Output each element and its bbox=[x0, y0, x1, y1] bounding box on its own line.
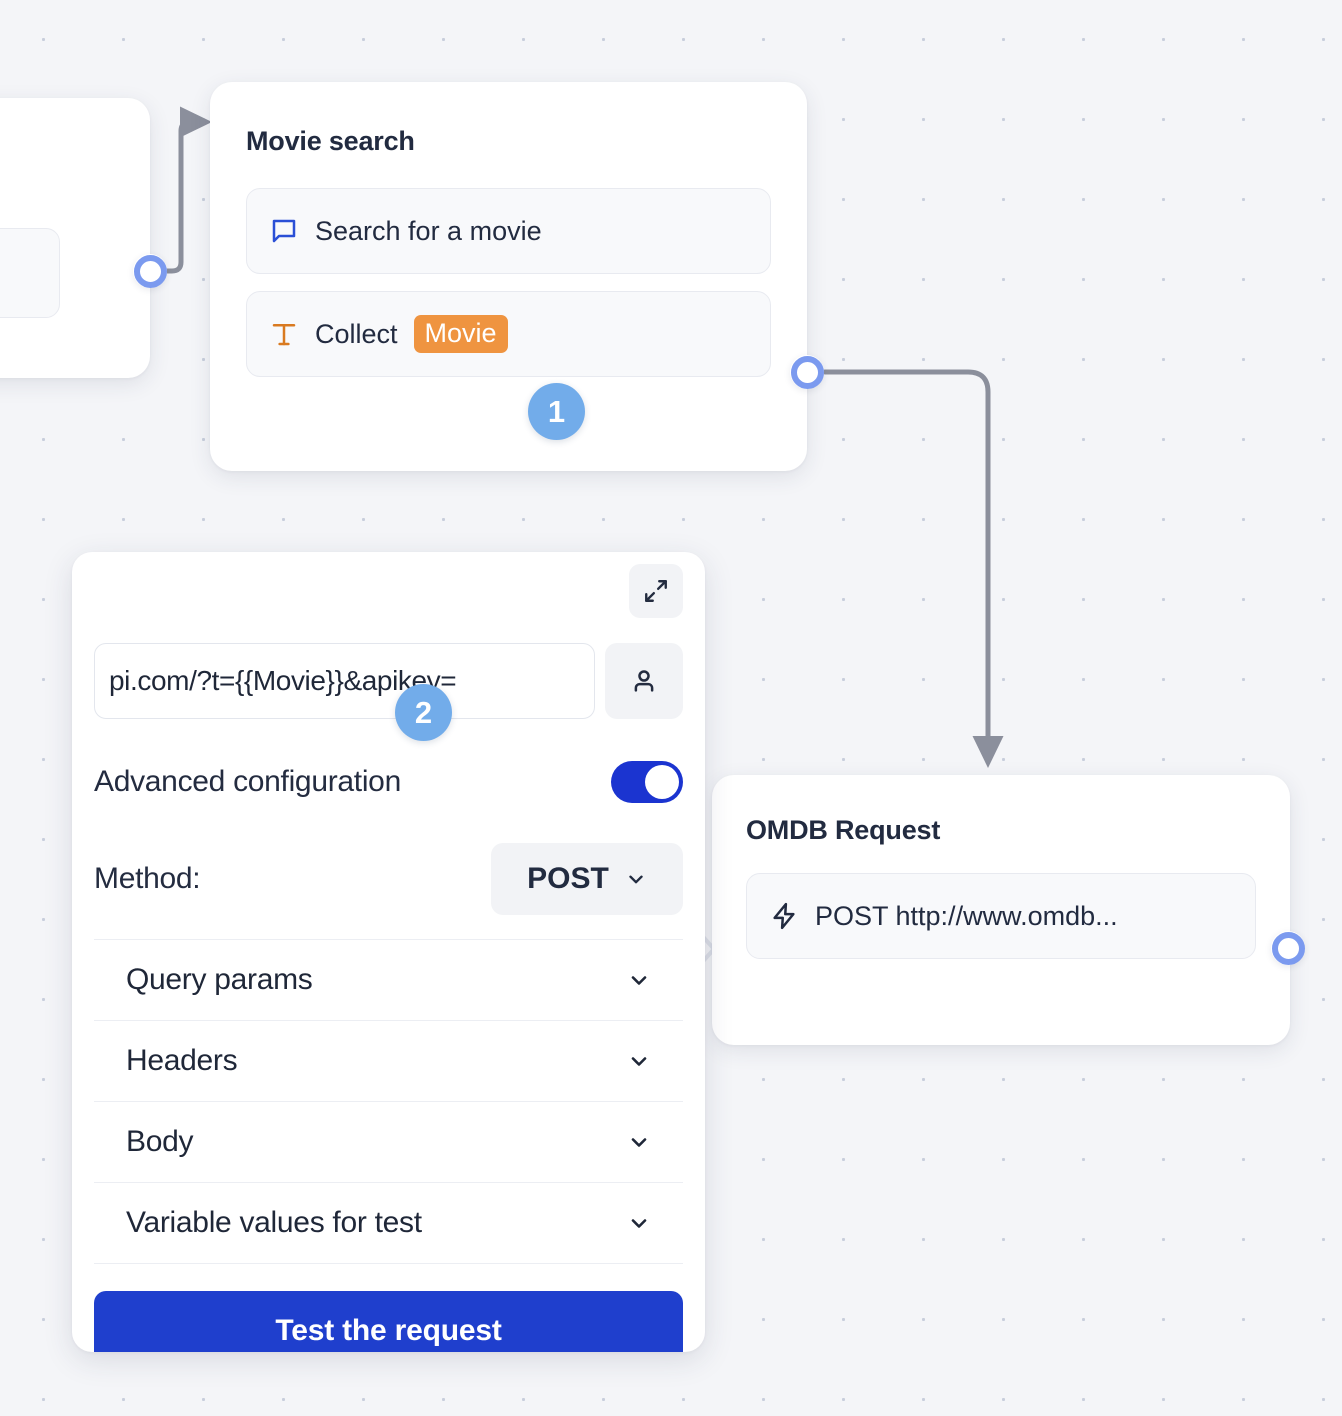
step-badge-2: 2 bbox=[395, 684, 452, 741]
advanced-configuration-toggle[interactable] bbox=[611, 761, 683, 803]
chat-bubble-icon bbox=[269, 216, 299, 246]
partial-node-row bbox=[0, 228, 60, 318]
panel-toolbar bbox=[94, 552, 683, 618]
node-row-post-request[interactable]: POST http://www.omdb... bbox=[746, 873, 1256, 959]
section-query-params[interactable]: Query params bbox=[94, 940, 683, 1021]
port-movie-search-output[interactable] bbox=[790, 355, 824, 389]
partial-node-left[interactable] bbox=[0, 98, 150, 378]
section-label: Query params bbox=[126, 963, 313, 996]
text-type-icon bbox=[269, 319, 299, 349]
advanced-configuration-row: Advanced configuration bbox=[94, 761, 683, 803]
node-row-label: Collect bbox=[315, 318, 398, 349]
chevron-down-icon bbox=[627, 1130, 651, 1154]
node-row-label: Search for a movie bbox=[315, 215, 542, 246]
chevron-down-icon bbox=[627, 1049, 651, 1073]
port-omdb-request-output[interactable] bbox=[1271, 931, 1305, 965]
method-value: POST bbox=[527, 862, 609, 895]
port-partial-output[interactable] bbox=[133, 254, 167, 288]
toggle-knob bbox=[645, 765, 679, 799]
node-omdb-request[interactable]: OMDB Request POST http://www.omdb... bbox=[712, 775, 1290, 1045]
section-label: Headers bbox=[126, 1044, 238, 1077]
section-variable-values-for-test[interactable]: Variable values for test bbox=[94, 1183, 683, 1264]
variable-chip-movie[interactable]: Movie bbox=[413, 314, 508, 354]
request-url-input[interactable] bbox=[94, 643, 595, 719]
node-movie-search-title: Movie search bbox=[246, 126, 415, 156]
section-body[interactable]: Body bbox=[94, 1102, 683, 1183]
method-row: Method: POST bbox=[94, 843, 683, 940]
advanced-configuration-label: Advanced configuration bbox=[94, 765, 401, 798]
request-config-panel[interactable]: Advanced configuration Method: POST Quer… bbox=[72, 552, 705, 1352]
person-icon[interactable] bbox=[605, 643, 683, 719]
node-movie-search[interactable]: Movie search Search for a movie Collect … bbox=[210, 82, 807, 471]
section-label: Variable values for test bbox=[126, 1206, 422, 1239]
section-headers[interactable]: Headers bbox=[94, 1021, 683, 1102]
chevron-down-icon bbox=[625, 868, 647, 890]
expand-diagonal-icon[interactable] bbox=[629, 564, 683, 618]
node-row-search-for-a-movie[interactable]: Search for a movie bbox=[246, 188, 771, 274]
section-label: Body bbox=[126, 1125, 194, 1158]
chevron-down-icon bbox=[627, 1211, 651, 1235]
lightning-bolt-icon bbox=[769, 901, 799, 931]
url-row bbox=[94, 643, 683, 719]
node-row-collect-movie[interactable]: Collect Movie bbox=[246, 291, 771, 377]
node-row-label: POST http://www.omdb... bbox=[815, 900, 1118, 931]
step-badge-1: 1 bbox=[528, 383, 585, 440]
method-select[interactable]: POST bbox=[491, 843, 683, 915]
method-label: Method: bbox=[94, 862, 201, 895]
test-the-request-button[interactable]: Test the request bbox=[94, 1291, 683, 1352]
chevron-down-icon bbox=[627, 968, 651, 992]
node-omdb-request-title: OMDB Request bbox=[746, 815, 941, 845]
